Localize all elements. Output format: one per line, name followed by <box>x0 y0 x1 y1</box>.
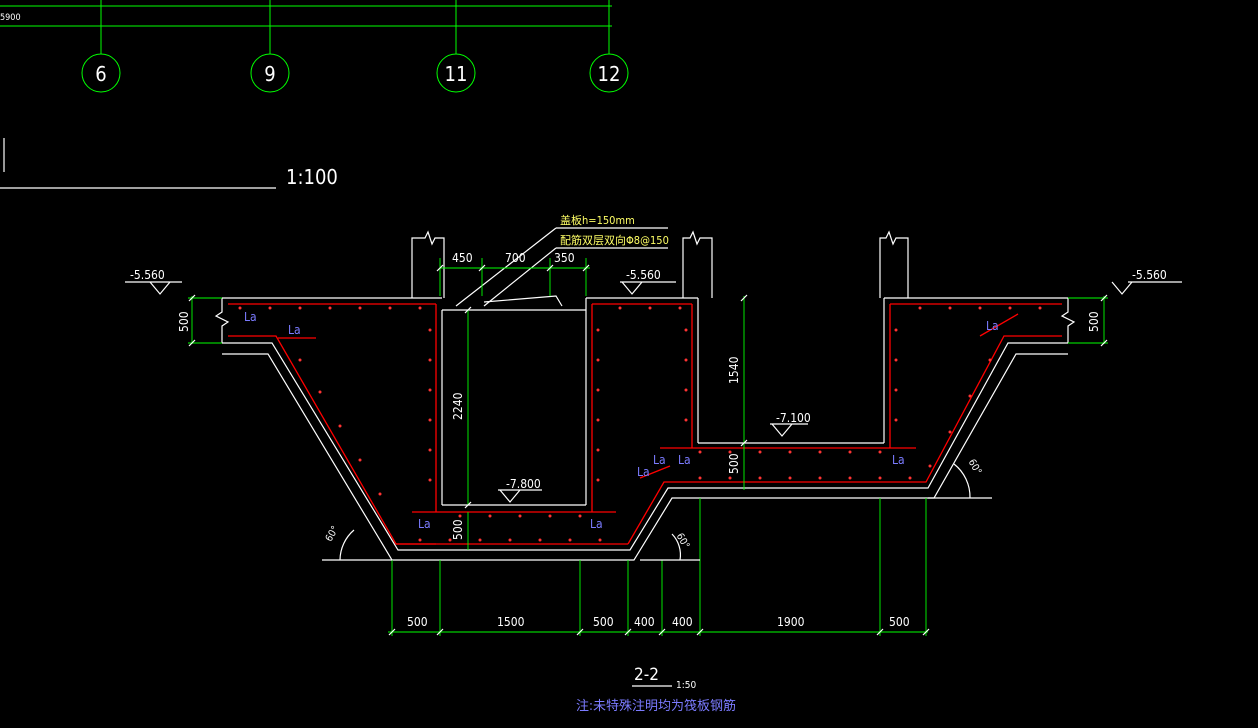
dim-top-350: 350 <box>554 251 575 265</box>
dim-bottom-6: 1900 <box>777 615 805 629</box>
dim-right-slab: 500 <box>1087 311 1101 332</box>
angle-label: 60° <box>674 532 692 551</box>
la-label: La <box>590 517 603 531</box>
dim-bottom-4: 400 <box>634 615 655 629</box>
la-label: La <box>892 453 905 467</box>
la-label: La <box>637 465 650 479</box>
elevation-mid-level: -7.100 <box>770 411 811 437</box>
elevation-text: -7.800 <box>506 477 541 491</box>
scale-title: 1:100 <box>0 138 338 189</box>
la-label: La <box>418 517 431 531</box>
dim-bottom-3: 500 <box>593 615 614 629</box>
axis-marker-label: 11 <box>445 62 468 86</box>
elevation-pit-bottom: -7.800 <box>498 477 542 503</box>
la-label: La <box>244 310 257 324</box>
dim-bottom-2: 1500 <box>497 615 525 629</box>
elevation-left: -5.560 <box>125 268 182 295</box>
la-label: La <box>653 453 666 467</box>
dim-top-700: 700 <box>505 251 526 265</box>
axis-marker-11[interactable]: 11 <box>436 53 476 93</box>
bottom-dimensions: 500 1500 500 400 400 1900 500 <box>388 498 930 636</box>
section-title: 2-2 <box>634 665 659 685</box>
elevation-text: -5.560 <box>626 268 661 282</box>
axis-marker-6[interactable]: 6 <box>81 53 121 93</box>
angle-label: 60° <box>966 458 984 477</box>
vertical-dimensions: 500 500 2240 500 1540 500 <box>177 294 1108 550</box>
section-title-block: 2-2 1:50 注:未特殊注明均为筏板钢筋 <box>576 665 736 714</box>
axis-marker-label: 9 <box>264 62 275 86</box>
section-note: 注:未特殊注明均为筏板钢筋 <box>576 698 736 714</box>
dim-bottom-1: 500 <box>407 615 428 629</box>
dim-bottom-7: 500 <box>889 615 910 629</box>
dim-mid-slab: 500 <box>727 453 741 474</box>
dim-top-450: 450 <box>452 251 473 265</box>
annotation-line-2: 配筋双层双向Φ8@150 <box>560 233 669 247</box>
elevation-middle: -5.560 <box>620 268 676 295</box>
axis-grid: 5900 <box>0 0 612 54</box>
dim-bottom-5: 400 <box>672 615 693 629</box>
la-label: La <box>288 323 301 337</box>
angle-label: 60° <box>324 524 342 543</box>
dim-pit-depth: 2240 <box>451 392 465 420</box>
section-outline <box>214 230 1076 561</box>
anchor-labels: La La La La La La La La La <box>244 310 999 531</box>
elevation-text: -7.100 <box>776 411 811 425</box>
elevation-right: -5.560 <box>1111 268 1182 295</box>
cover-annotation: 盖板h=150mm 配筋双层双向Φ8@150 <box>455 213 669 307</box>
axis-marker-label: 6 <box>95 62 106 86</box>
dim-left-slab: 500 <box>177 311 191 332</box>
dim-mid-depth: 1540 <box>727 356 741 384</box>
annotation-line-1: 盖板h=150mm <box>560 213 635 227</box>
rebar-dots <box>238 306 1042 542</box>
elevation-text: -5.560 <box>1132 268 1167 282</box>
axis-marker-12[interactable]: 12 <box>589 53 629 93</box>
rebar <box>228 303 1062 545</box>
axis-marker-9[interactable]: 9 <box>250 53 290 93</box>
top-dimensions: 450 700 350 <box>436 251 590 296</box>
scale-label: 1:100 <box>286 165 338 189</box>
dim-pit-slab: 500 <box>451 519 465 540</box>
la-label: La <box>678 453 691 467</box>
section-scale: 1:50 <box>676 680 696 691</box>
axis-marker-label: 12 <box>598 62 621 86</box>
top-left-label: 5900 <box>0 13 21 23</box>
la-label: La <box>986 319 999 333</box>
elevation-text: -5.560 <box>130 268 165 282</box>
